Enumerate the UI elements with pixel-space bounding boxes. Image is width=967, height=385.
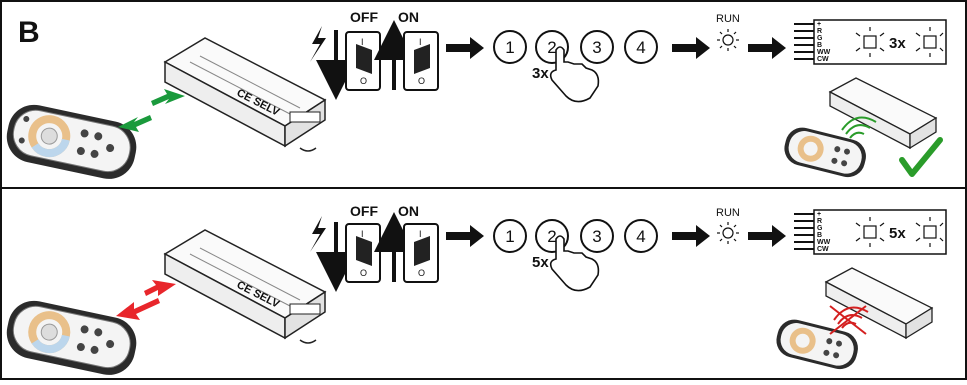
button-1: 1 [493, 30, 527, 64]
row-1: CE SELV OFF I O ON I O [6, 9, 947, 179]
svg-text:O: O [360, 76, 367, 86]
svg-text:I: I [361, 37, 364, 47]
switch-on-label: ON [398, 9, 419, 25]
led-controller-icon: CE SELV [163, 37, 327, 152]
svg-text:2: 2 [547, 38, 556, 57]
run-label: RUN [716, 13, 740, 25]
button-3: 3 [580, 219, 614, 253]
blink-count: 5x [889, 225, 906, 242]
run-led-icon [717, 222, 739, 244]
svg-text:I: I [419, 229, 422, 239]
switch-on-icon: I O [403, 31, 439, 91]
button-4: 4 [624, 219, 658, 253]
remote-control-small-icon [776, 319, 858, 370]
svg-text:R: R [817, 28, 822, 35]
svg-text:I: I [419, 37, 422, 47]
svg-text:G: G [817, 35, 823, 42]
switch-off-label: OFF [350, 203, 378, 219]
blink-count: 3x [889, 35, 906, 52]
svg-text:WW: WW [817, 49, 831, 56]
svg-text:1: 1 [505, 227, 514, 246]
svg-text:CW: CW [817, 246, 829, 253]
power-icon [310, 26, 326, 62]
button-4: 4 [624, 30, 658, 64]
svg-text:+: + [817, 211, 821, 218]
button-3: 3 [580, 30, 614, 64]
svg-text:3: 3 [592, 227, 601, 246]
button-1: 1 [493, 219, 527, 253]
run-label: RUN [716, 207, 740, 219]
svg-text:4: 4 [636, 38, 645, 57]
press-count: 3x [532, 65, 549, 82]
svg-text:2: 2 [547, 227, 556, 246]
led-controller-icon: CE SELV [163, 229, 327, 344]
svg-text:3: 3 [592, 38, 601, 57]
blinking-led-icon [915, 217, 944, 247]
svg-text:CW: CW [817, 56, 829, 63]
signal-waves-crossed-icon [829, 305, 869, 335]
run-led-icon [717, 29, 739, 51]
press-count: 5x [532, 254, 549, 271]
step-arrow-icon [446, 37, 484, 59]
unpair-arrows-icon [116, 280, 176, 320]
blinking-led-icon [855, 27, 885, 57]
switch-off-label: OFF [350, 9, 378, 25]
power-icon [310, 216, 326, 252]
step-arrow-icon [672, 225, 710, 247]
svg-text:R: R [817, 218, 822, 225]
svg-text:1: 1 [505, 38, 514, 57]
led-controller-small-icon [828, 77, 938, 150]
svg-text:I: I [361, 229, 364, 239]
svg-text:O: O [360, 268, 367, 278]
svg-text:B: B [817, 42, 822, 49]
row-2: CE SELV OFF I O ON I O 1 2 [6, 203, 947, 375]
remote-control-icon [6, 104, 137, 179]
success-check-icon [899, 137, 943, 177]
section-letter: B [18, 16, 40, 49]
remote-control-small-icon [784, 127, 866, 178]
pressing-hand-icon [549, 46, 600, 103]
wire-labels: + R G B WW CW [817, 211, 831, 253]
switch-on-icon: I O [403, 223, 439, 283]
step-arrow-icon [748, 37, 786, 59]
svg-text:WW: WW [817, 239, 831, 246]
step-arrow-icon [748, 225, 786, 247]
pair-arrows-icon [118, 89, 185, 132]
svg-text:4: 4 [636, 227, 645, 246]
switch-off-icon: I O [345, 31, 381, 91]
switch-off-icon: I O [345, 223, 381, 283]
step-arrow-icon [672, 37, 710, 59]
switch-on-label: ON [398, 203, 419, 219]
pressing-hand-icon [549, 235, 600, 292]
step-arrow-icon [446, 225, 484, 247]
svg-text:O: O [418, 76, 425, 86]
remote-control-icon [6, 300, 137, 375]
signal-waves-icon [841, 116, 877, 139]
svg-text:B: B [817, 232, 822, 239]
svg-text:+: + [817, 21, 821, 28]
svg-text:G: G [817, 225, 823, 232]
wire-labels: + R G B WW CW [817, 21, 831, 63]
blinking-led-icon [915, 27, 944, 57]
svg-text:O: O [418, 268, 425, 278]
blinking-led-icon [855, 217, 885, 247]
